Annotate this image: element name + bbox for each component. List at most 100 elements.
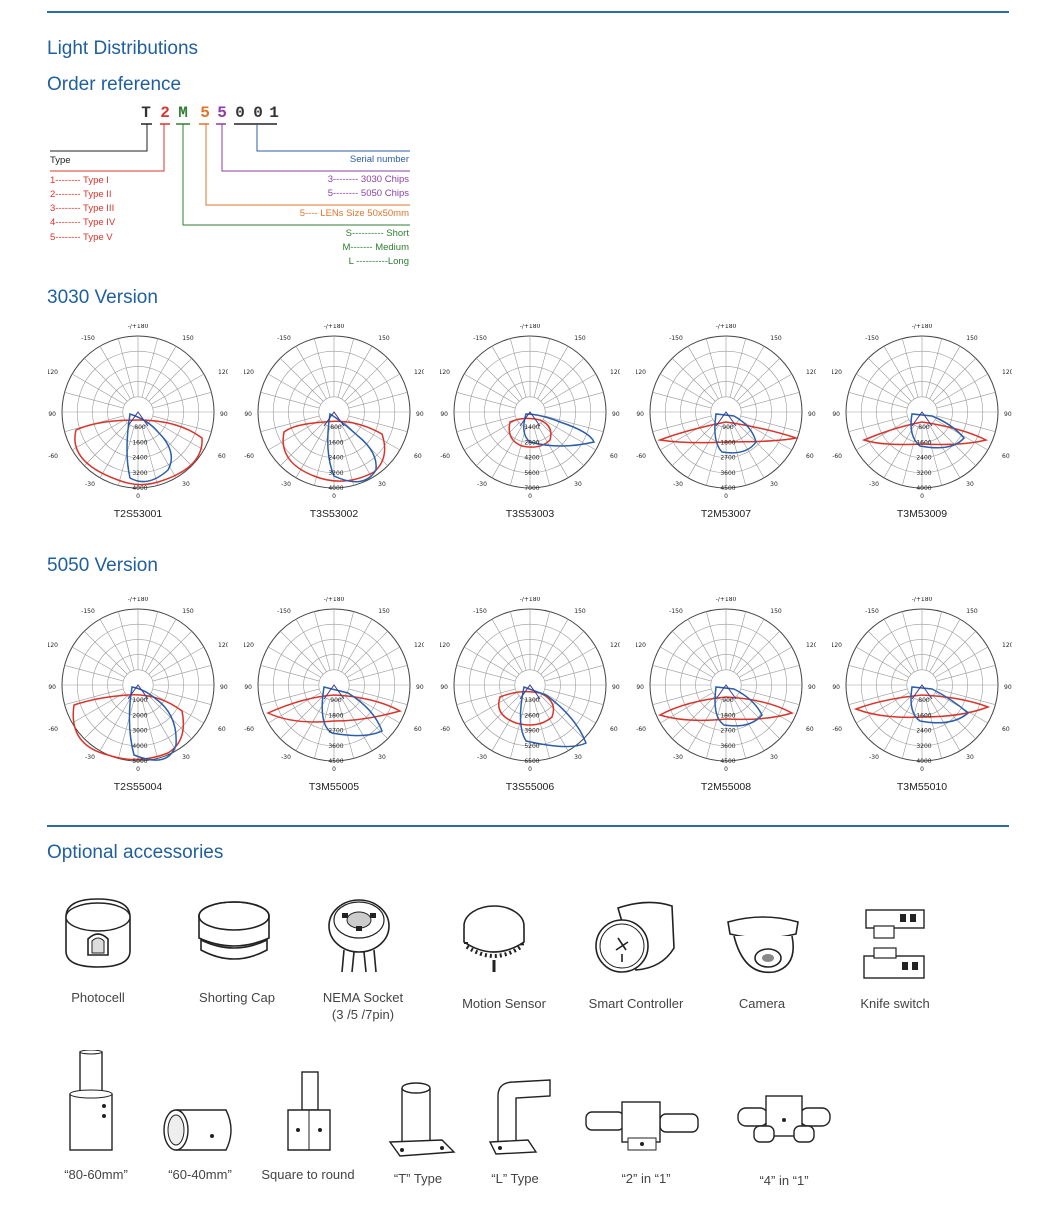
polar-spoke [868,695,912,739]
code-char: 5 [200,104,210,122]
polar-spoke [902,426,919,486]
polar-grid: -/+180-150150-120120-9090-6060-303001400… [440,324,620,500]
polar-spoke [295,619,327,672]
polar-caption: T3S55006 [505,781,555,793]
polar-spoke [268,646,321,678]
ring-value-label: 3200 [328,470,343,477]
angle-label: 60 [1002,453,1010,460]
angle-label: -30 [85,481,95,488]
angle-label: 60 [414,726,422,733]
polar-spoke [932,695,976,739]
polar-spoke [348,665,408,682]
c90-c270-curve [327,412,377,483]
c0-c180-curve [282,420,386,482]
polar-spoke [99,425,131,478]
polar-spoke [856,646,909,678]
polar-spoke [706,611,723,671]
ring-value-label: 5200 [524,743,539,750]
polar-spoke [510,699,527,759]
angle-label: 60 [610,726,618,733]
polar-spoke [341,698,373,751]
polar-spoke [456,392,516,409]
type-item: 3-------- Type III [50,203,115,214]
angle-label: 30 [378,481,386,488]
polar-spoke [733,619,765,672]
accessory-label: Knife switch [860,996,930,1011]
polar-spoke [902,611,919,671]
type-title: Type [50,155,71,166]
two-in-one-icon [585,1101,699,1151]
angle-label: -90 [244,684,252,691]
polar-spoke [72,692,125,724]
polar-spoke [740,415,800,432]
ring-value-label: 1800 [720,439,735,446]
source-lines [323,411,345,427]
polar-spoke [902,338,919,398]
polar-spoke [543,373,596,405]
polar-spoke [935,373,988,405]
polar-spoke [456,665,516,682]
photocell-icon [65,898,131,968]
square-to-round-icon [287,1071,331,1151]
version-3030-heading: 3030 Version [47,287,158,308]
polar-spoke [729,611,746,671]
polar-chart-T3M55010: -/+180-150150-120120-9090-6060-303008001… [832,597,1012,782]
ring-value-label: 6500 [524,758,539,765]
polar-spoke [883,346,915,399]
ring-value-label: 2800 [524,439,539,446]
angle-label: 60 [610,453,618,460]
polar-caption: T2M55008 [700,781,752,793]
polar-spoke [929,346,961,399]
c90-c270-curve [910,413,965,449]
angle-label: -/+180 [128,324,149,330]
c0-c180-curve [266,694,402,723]
polar-chart-T2S53001: -/+180-150150-120120-9090-6060-303008001… [48,324,228,509]
angle-label: 60 [414,453,422,460]
c90-c270-curve [126,413,173,483]
polar-spoke [341,425,373,478]
accessory-smart-controller: Smart Controller [576,996,696,1011]
polar-spoke [687,619,719,672]
polar-spoke [314,611,331,671]
four-in-one-icon [737,1095,831,1143]
ring-value-label: 2400 [916,728,931,735]
polar-spoke [687,346,719,399]
accessory-shorting-cap: Shorting Cap [182,990,292,1005]
angle-label: -30 [673,754,683,761]
polar-spoke [145,619,177,672]
polar-spoke [739,419,792,451]
polar-spoke [543,692,596,724]
polar-spoke [141,611,158,671]
accessory-label: “L” Type [491,1171,539,1186]
polar-spoke [456,688,516,705]
ring-value-label: 1600 [916,439,931,446]
polar-spoke [148,631,192,675]
angle-label: -/+180 [520,324,541,330]
beam-item: M------- Medium [342,242,410,253]
code-char: T [141,104,151,122]
accessory-label: NEMA Socket [322,990,404,1005]
polar-spoke [544,415,604,432]
polar-spoke [902,699,919,759]
ring-value-label: 800 [134,424,146,431]
polar-spoke [280,631,324,675]
angle-label: 30 [574,481,582,488]
polar-spoke [868,631,912,675]
angle-label: -120 [244,369,254,376]
polar-spoke [652,415,712,432]
angle-label: 30 [574,754,582,761]
c0-c180-curve [74,419,203,486]
c90-c270-curve [714,686,763,727]
angle-label: 60 [806,453,814,460]
angle-label: -150 [865,608,879,615]
ring-value-label: 2600 [524,712,539,719]
angle-label: -/+180 [324,324,345,330]
motion-sensor-icon [463,905,525,972]
polar-spoke [314,699,331,759]
accessory-label: Motion Sensor [462,996,546,1011]
accessory-label: “60-40mm” [168,1167,232,1182]
polar-spoke [491,698,523,751]
polar-caption: T2S53001 [113,508,163,520]
polar-spoke [856,419,909,451]
polar-spoke [456,415,516,432]
